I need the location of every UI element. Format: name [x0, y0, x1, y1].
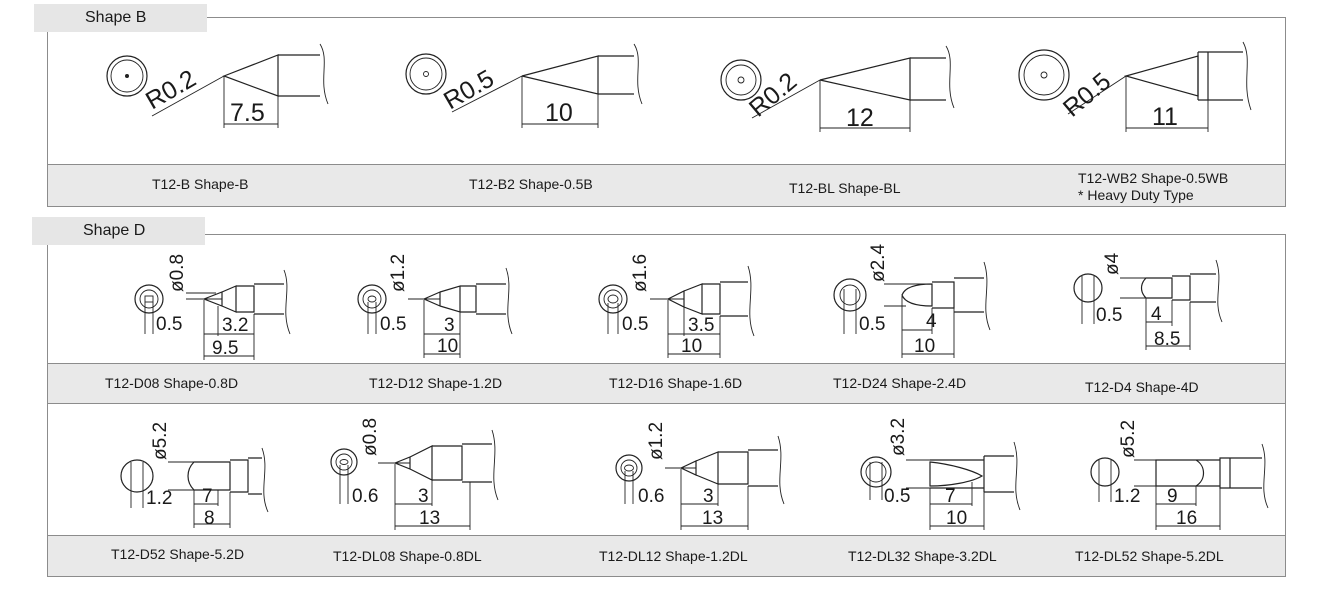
radius-label-b-3: R0.5	[1058, 67, 1116, 122]
caption-d-1: T12-D12 Shape-1.2D	[369, 375, 503, 391]
tip-drawing-b-1: R0.5 10	[405, 43, 643, 128]
length-label-b-2: 12	[846, 104, 874, 132]
radius-label-b-1: R0.5	[439, 65, 499, 116]
caption-b-3-name: T12-WB2 Shape-0.5WB	[1078, 170, 1229, 186]
tip-drawing-d-0: ø0.8 0.5 3.2 9.5	[134, 254, 291, 360]
diameter-label-d-7: ø1.2	[646, 422, 667, 460]
length-label-b-1: 10	[545, 99, 573, 127]
diameter-label-d-0: ø0.8	[167, 254, 188, 292]
outer-label-d-0: 9.5	[212, 338, 238, 359]
caption-d-7: T12-DL12 Shape-1.2DL	[599, 548, 748, 564]
tip-drawing-d-7: ø1.2 0.6 3 13	[615, 422, 785, 530]
diameter-label-d-2: ø1.6	[630, 254, 651, 292]
caption-d-9: T12-DL52 Shape-5.2DL	[1075, 548, 1224, 564]
thickness-label-d-2: 0.5	[622, 314, 648, 335]
caption-d-6: T12-DL08 Shape-0.8DL	[333, 548, 482, 564]
inner-label-d-7: 3	[703, 486, 714, 507]
inner-label-d-8: 7	[945, 486, 956, 507]
diameter-label-d-3: ø2.4	[868, 244, 889, 282]
tip-drawing-b-0: R0.2 7.5	[106, 43, 329, 128]
inner-label-d-0: 3.2	[222, 315, 248, 336]
inner-label-d-2: 3.5	[688, 315, 714, 336]
shape-b-title: Shape B	[85, 9, 147, 26]
caption-b-3-note: * Heavy Duty Type	[1078, 187, 1194, 203]
shape-d-caption-band-2	[48, 535, 1285, 576]
tip-drawing-d-6: ø0.8 0.6 3 13	[330, 418, 499, 530]
thickness-label-d-6: 0.6	[352, 486, 378, 507]
caption-d-2: T12-D16 Shape-1.6D	[609, 375, 743, 391]
tip-drawing-d-1: ø1.2 0.5 3 10	[357, 254, 513, 358]
inner-label-d-9: 9	[1167, 486, 1178, 507]
tip-drawing-d-4: ø4 0.5 4 8.5	[1073, 252, 1223, 350]
radius-label-b-2: R0.2	[744, 67, 802, 122]
diameter-label-d-9: ø5.2	[1118, 420, 1139, 458]
shape-b-panel	[47, 17, 1286, 207]
tip-drawing-d-9: ø5.2 1.2 9 16	[1090, 420, 1269, 530]
outer-label-d-5: 8	[204, 508, 215, 529]
diameter-label-d-1: ø1.2	[388, 254, 409, 292]
outer-label-d-3: 10	[914, 336, 935, 357]
length-label-b-3: 11	[1152, 103, 1178, 131]
diameter-label-d-4: ø4	[1102, 252, 1123, 275]
radius-label-b-0: R0.2	[141, 65, 201, 116]
tip-drawing-d-5: ø5.2 1.2 7 8	[120, 422, 269, 529]
length-label-b-0: 7.5	[230, 99, 265, 127]
thickness-label-d-3: 0.5	[859, 314, 885, 335]
thickness-label-d-1: 0.5	[380, 314, 406, 335]
caption-b-1: T12-B2 Shape-0.5B	[469, 176, 593, 192]
outer-label-d-9: 16	[1176, 508, 1197, 529]
thickness-label-d-0: 0.5	[156, 314, 182, 335]
inner-label-d-4: 4	[1151, 304, 1162, 325]
caption-d-4: T12-D4 Shape-4D	[1085, 379, 1199, 395]
diameter-label-d-5: ø5.2	[150, 422, 171, 460]
shape-b-tab: Shape B	[34, 4, 207, 32]
shape-b-caption-band	[48, 164, 1285, 206]
shape-d-title: Shape D	[83, 222, 146, 239]
tip-drawing-d-3: ø2.4 0.5 4 10	[833, 244, 991, 358]
caption-b-3: T12-WB2 Shape-0.5WB * Heavy Duty Type	[1078, 170, 1228, 204]
inner-label-d-6: 3	[418, 486, 429, 507]
inner-label-d-5: 7	[202, 486, 213, 507]
diameter-label-d-6: ø0.8	[360, 418, 381, 456]
tip-drawing-b-2: R0.2 12	[720, 45, 955, 132]
outer-label-d-6: 13	[419, 508, 440, 529]
tip-drawing-b-3: R0.5 11	[1018, 41, 1252, 132]
caption-d-8: T12-DL32 Shape-3.2DL	[848, 548, 997, 564]
outer-label-d-4: 8.5	[1154, 329, 1180, 350]
outer-label-d-2: 10	[681, 336, 702, 357]
caption-d-0: T12-D08 Shape-0.8D	[105, 375, 239, 391]
outer-label-d-8: 10	[946, 508, 967, 529]
inner-label-d-1: 3	[444, 315, 455, 336]
thickness-label-d-9: 1.2	[1114, 486, 1140, 507]
shape-d-panel	[47, 234, 1286, 577]
thickness-label-d-7: 0.6	[638, 486, 664, 507]
caption-b-2: T12-BL Shape-BL	[789, 180, 901, 196]
caption-d-3: T12-D24 Shape-2.4D	[833, 375, 967, 391]
inner-label-d-3: 4	[926, 311, 937, 332]
diameter-label-d-8: ø3.2	[888, 418, 909, 456]
thickness-label-d-5: 1.2	[146, 488, 172, 509]
caption-d-5: T12-D52 Shape-5.2D	[111, 546, 245, 562]
thickness-label-d-4: 0.5	[1096, 305, 1122, 326]
tip-drawing-d-2: ø1.6 0.5 3.5 10	[598, 254, 755, 358]
thickness-label-d-8: 0.5	[884, 486, 910, 507]
tip-drawing-d-8: ø3.2 0.5 7 10	[860, 418, 1021, 530]
outer-label-d-7: 13	[702, 508, 723, 529]
outer-label-d-1: 10	[437, 336, 458, 357]
caption-b-0: T12-B Shape-B	[152, 176, 249, 192]
shape-d-tab: Shape D	[32, 217, 205, 245]
shape-d-caption-band-1	[48, 363, 1285, 404]
